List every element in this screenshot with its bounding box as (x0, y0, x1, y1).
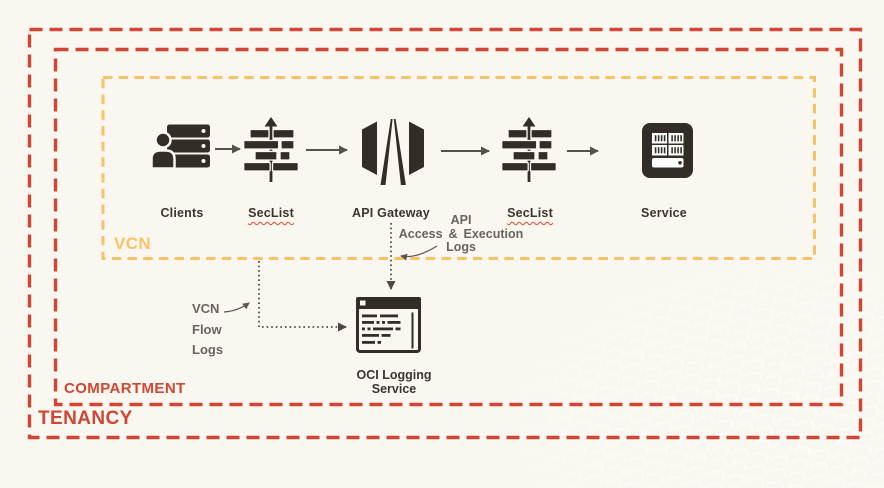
seclist1-label: SecList (231, 206, 311, 220)
api-logs-line2: Access & Execution (398, 226, 524, 241)
clients-label: Clients (160, 206, 204, 220)
vcn-flow-logs-line2: Flow (192, 321, 222, 337)
pointer-vcn-flow-logs (223, 302, 250, 313)
oci-logging-icon (356, 297, 421, 353)
service-label: Service (641, 206, 687, 220)
seclist2-label: SecList (490, 206, 570, 220)
background-texture (464, 238, 884, 488)
api-gateway-icon (358, 111, 428, 185)
pointer-api-logs (400, 245, 438, 261)
clients-icon (150, 124, 212, 169)
seclist-icon-1 (243, 117, 299, 183)
api-logs-line3: Logs (446, 240, 476, 254)
api-logs-note: API Access & Execution Logs (391, 213, 531, 255)
seclist1-label-text: SecList (248, 206, 294, 220)
seclist-icon-2 (501, 117, 557, 183)
compartment-label: COMPARTMENT (64, 380, 186, 397)
service-icon (642, 123, 693, 178)
vcn-flow-logs-note: VCN Flow Logs (192, 299, 223, 361)
compartment-border (53, 47, 844, 407)
vcn-flow-logs-line1: VCN (192, 301, 220, 316)
seclist2-label-text: SecList (507, 206, 553, 220)
tenancy-label: TENANCY (38, 408, 133, 429)
api-gateway-label: API Gateway (352, 206, 430, 220)
vcn-label: VCN (114, 234, 152, 253)
oci-logging-label: OCI Logging Service (339, 368, 449, 396)
dotted-vcn-to-logging (258, 261, 347, 332)
api-logs-line1: API (450, 213, 472, 227)
oci-logging-label-line1: OCI Logging (356, 368, 432, 382)
oci-logging-label-line2: Service (371, 381, 417, 396)
vcn-flow-logs-line3: Logs (192, 342, 224, 357)
vcn-border (101, 76, 816, 260)
